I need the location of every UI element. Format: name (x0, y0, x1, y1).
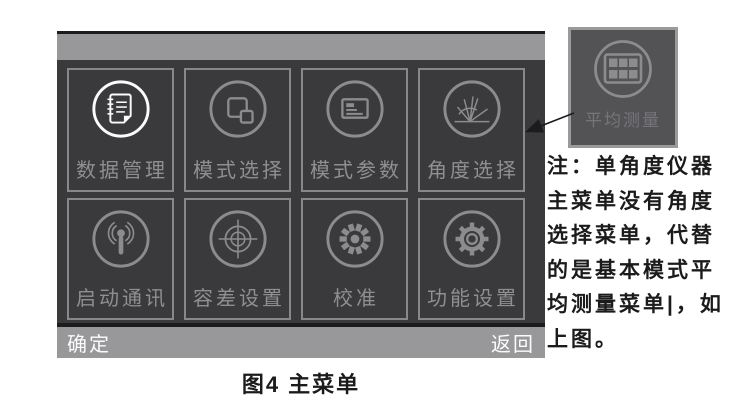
menu-grid: 数据管理 模式选择 (67, 68, 525, 320)
screen-top-divider (57, 31, 545, 34)
crosshair-target-icon (207, 208, 269, 270)
note-text: 注：单角度仪器 主菜单没有角度 选择菜单，代替 的是基本模式平 均测量菜单|，如… (547, 150, 748, 357)
menu-tile-label: 模式选择 (193, 160, 285, 182)
menu-tile-label: 校准 (333, 288, 379, 310)
figure-caption: 图4 主菜单 (241, 372, 361, 397)
notepad-icon (90, 78, 152, 140)
gear-icon (441, 208, 503, 270)
confirm-softkey[interactable]: 确定 (67, 334, 111, 356)
note-line: 均测量菜单|，如 (547, 293, 724, 316)
callout-arrow-icon (525, 112, 575, 133)
menu-tile-angle-selection[interactable]: 角度选择 (418, 68, 525, 192)
overlapping-squares-icon (207, 78, 269, 140)
antenna-signal-icon (90, 208, 152, 270)
document-lines-icon (324, 78, 386, 140)
note-line: 注：单角度仪器 (547, 155, 715, 178)
menu-tile-label: 角度选择 (427, 160, 519, 182)
menu-tile-label: 启动通讯 (76, 288, 168, 310)
note-line: 的是基本模式平 (547, 258, 715, 282)
note-line: 上图。 (547, 327, 619, 351)
main-menu-screen: 数据管理 模式选择 (57, 31, 545, 358)
menu-tile-start-communication[interactable]: 启动通讯 (67, 198, 174, 320)
menu-tile-calibration[interactable]: 校准 (301, 198, 408, 320)
menu-tile-label: 数据管理 (76, 160, 168, 182)
menu-tile-mode-params[interactable]: 模式参数 (301, 68, 408, 192)
grid-table-icon (592, 30, 654, 105)
menu-tile-tolerance-settings[interactable]: 容差设置 (184, 198, 291, 320)
angle-rays-icon (441, 78, 503, 140)
note-line: 选择菜单，代替 (547, 224, 715, 247)
menu-tile-data-management[interactable]: 数据管理 (67, 68, 174, 192)
menu-tile-label: 功能设置 (427, 288, 519, 310)
title-bar (57, 34, 545, 60)
menu-tile-label: 容差设置 (193, 288, 285, 310)
menu-tile-mode-selection[interactable]: 模式选择 (184, 68, 291, 192)
back-softkey[interactable]: 返回 (491, 334, 535, 356)
average-measurement-callout-tile: 平均测量 (568, 27, 678, 148)
menu-tile-label: 模式参数 (310, 160, 402, 182)
softkey-divider (57, 323, 545, 327)
softkey-bar: 确定 返回 (57, 327, 545, 358)
menu-tile-function-settings[interactable]: 功能设置 (418, 198, 525, 320)
segmented-wheel-icon (324, 208, 386, 270)
note-line: 主菜单没有角度 (547, 189, 715, 213)
callout-tile-label: 平均测量 (585, 111, 661, 130)
